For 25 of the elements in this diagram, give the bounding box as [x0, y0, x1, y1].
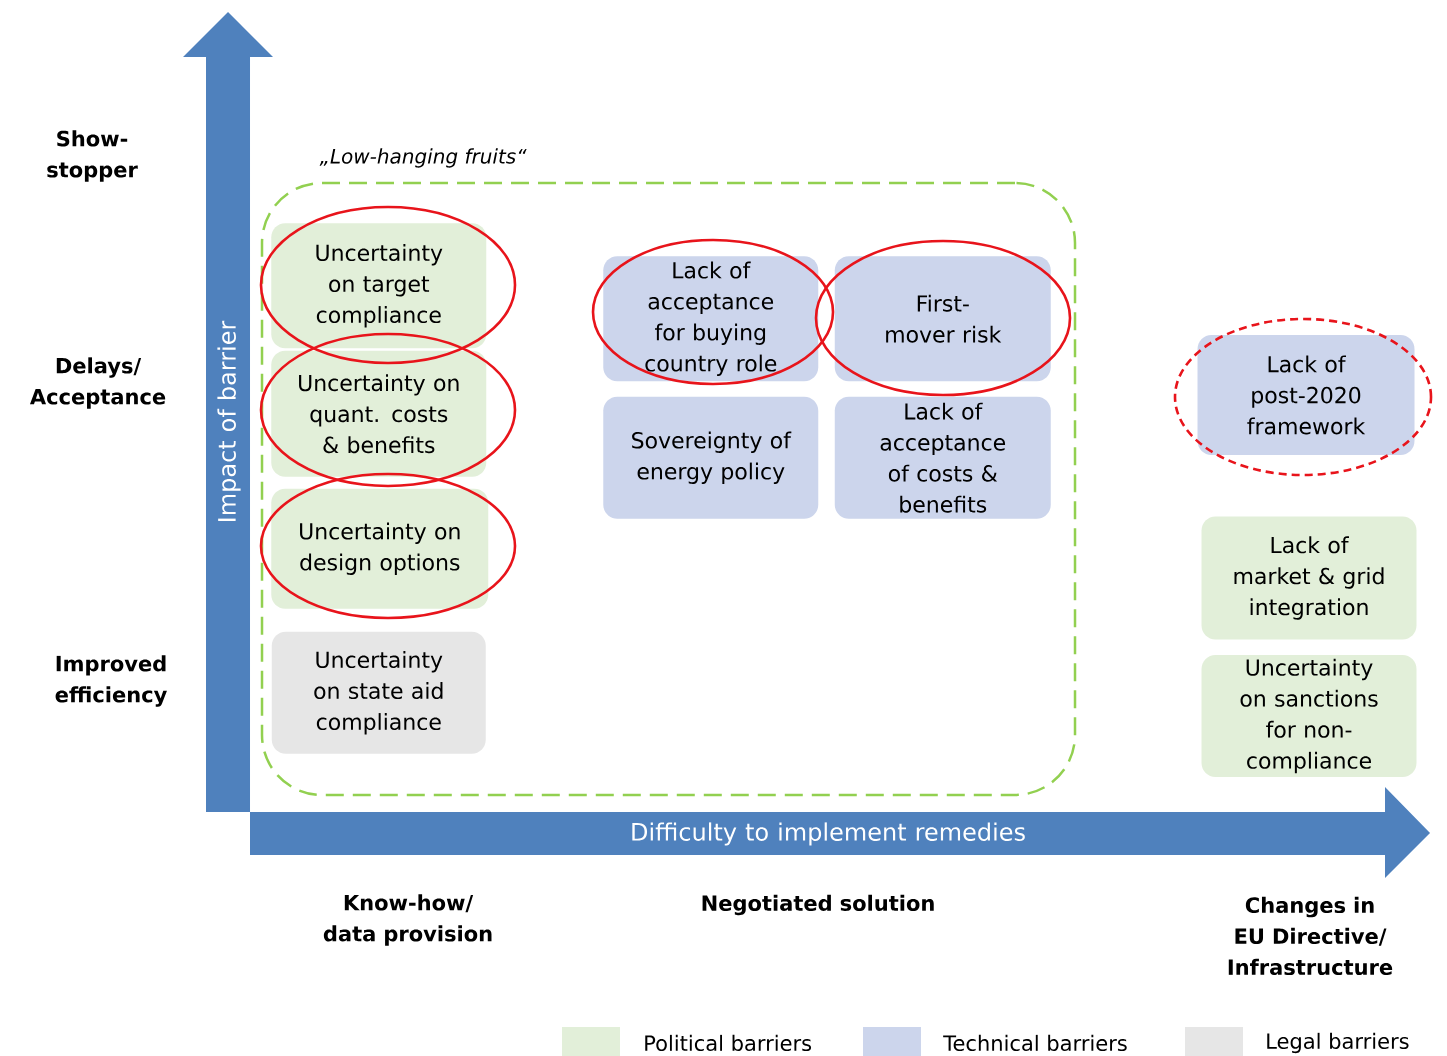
- barrier-box: Lack of acceptance for buying country role: [603, 256, 819, 382]
- axis-category: Know-how/ data provision: [323, 894, 492, 946]
- axis-title: Difficulty to implement remedies: [632, 822, 1025, 846]
- axis-category: Negotiated solution: [702, 894, 934, 916]
- legend-label: Political barriers: [645, 1034, 812, 1052]
- barrier-box: Lack of post-2020 framework: [1197, 335, 1415, 455]
- barrier-box: Sovereignty of energy policy: [603, 396, 819, 519]
- barrier-box: Uncertainty on target compliance: [271, 223, 487, 349]
- barrier-box: Lack of market & grid integration: [1201, 516, 1417, 640]
- barrier-box: Uncertainty on sanctions for non-compliance: [1201, 655, 1417, 777]
- barrier-box: Uncertainty on state aid compliance: [271, 631, 486, 754]
- barrier-box: First-mover risk: [834, 256, 1051, 382]
- node-label: Uncertainty on quant. costs & benefits: [299, 374, 459, 454]
- barrier-box: Lack of acceptance of costs & benefits: [834, 396, 1051, 519]
- barrier-box: Uncertainty on quant. costs & benefits: [271, 350, 487, 477]
- axis-category: Show-stopper: [47, 130, 138, 182]
- legend-label: Technical barriers: [943, 1034, 1127, 1052]
- axis-category: Delays/ Acceptance: [30, 357, 166, 409]
- axis-category: Changes in EU Directive/ Infrastructure: [1228, 896, 1393, 976]
- node-label: Uncertainty on target compliance: [316, 244, 443, 328]
- region-heading: „Low-hanging fruits“: [319, 148, 527, 168]
- barrier-box: Uncertainty on design options: [271, 488, 489, 609]
- legend-label: Legal barriers: [1267, 1032, 1409, 1054]
- axis-title: Impact of barrier: [217, 320, 241, 521]
- axis-category: Improved efficiency: [55, 655, 167, 707]
